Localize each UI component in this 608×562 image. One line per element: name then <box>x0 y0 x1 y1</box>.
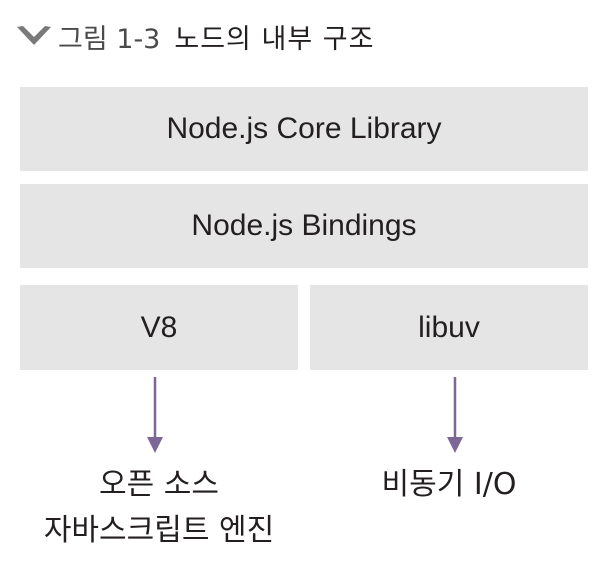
v8-caption-line1: 오픈 소스 <box>99 467 219 502</box>
v8-layer: V8 <box>20 285 298 370</box>
v8-caption: 오픈 소스 자바스크립트 엔진 <box>20 462 298 554</box>
chevron-down-icon <box>17 26 51 45</box>
v8-arrow-icon <box>147 377 163 453</box>
libuv-arrow-icon <box>447 377 463 453</box>
libuv-caption-line: 비동기 I/O <box>381 467 517 502</box>
libuv-caption: 비동기 I/O <box>310 462 588 508</box>
figure-title: 그림 1-3 노드의 내부 구조 <box>14 14 374 58</box>
bindings-layer: Node.js Bindings <box>20 184 588 268</box>
libuv-layer: libuv <box>310 285 588 370</box>
core-library-layer: Node.js Core Library <box>20 87 588 171</box>
v8-caption-line2: 자바스크립트 엔진 <box>43 513 275 548</box>
figure-label: 그림 1-3 <box>58 23 161 55</box>
figure-title-text: 노드의 내부 구조 <box>174 23 375 55</box>
